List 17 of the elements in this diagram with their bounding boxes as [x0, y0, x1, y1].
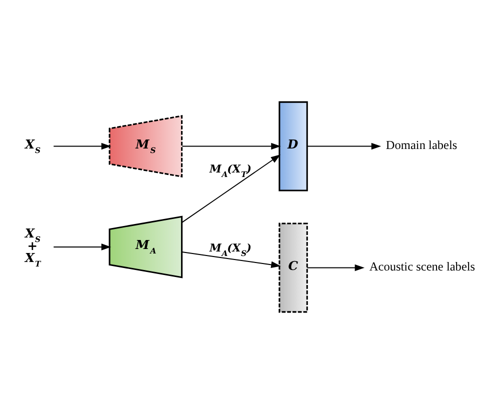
node-box: M$_{S}$	[108, 115, 183, 178]
edge-label: M$_{A}$(X$_{T}$)	[209, 162, 252, 180]
arrow	[306, 264, 365, 272]
arrow	[53, 142, 112, 150]
arrow	[182, 252, 281, 268]
node-text: Acoustic scene labels	[369, 260, 476, 274]
arrow	[182, 142, 281, 150]
node-box: C	[278, 222, 308, 313]
arrow	[182, 154, 281, 223]
arrow	[53, 244, 112, 250]
node-text: X$_{S}$ + X$_{T}$	[25, 226, 41, 269]
node-text: Domain labels	[386, 138, 458, 152]
node-text: X$_{S}$	[25, 136, 41, 155]
edge-label: M$_{A}$(X$_{S}$)	[209, 242, 252, 258]
node-box: D	[278, 101, 308, 192]
arrow	[306, 142, 382, 150]
node-box: M$_{A}$	[108, 216, 183, 278]
